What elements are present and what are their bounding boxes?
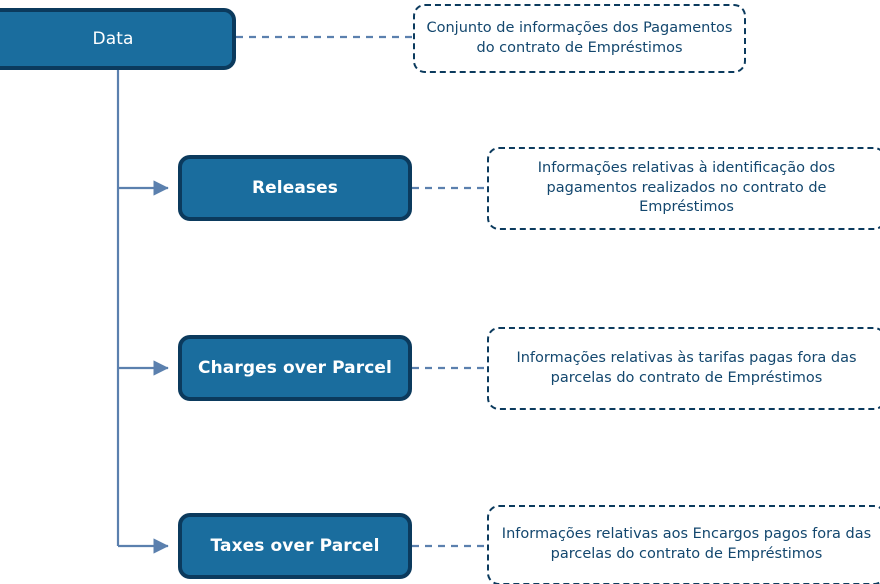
note-releases: Informações relativas à identificação do…	[487, 147, 880, 230]
node-taxes-over-parcel-label: Taxes over Parcel	[210, 535, 380, 556]
node-releases-label: Releases	[251, 177, 339, 198]
note-charges-over-parcel-text: Informações relativas às tarifas pagas f…	[516, 349, 857, 386]
note-taxes-over-parcel-text: Informações relativas aos Encargos pagos…	[501, 526, 872, 562]
node-data[interactable]: Data	[0, 8, 236, 70]
node-charges-over-parcel-label: Charges over Parcel	[198, 357, 392, 378]
note-releases-text: Informações relativas à identificação do…	[537, 160, 836, 216]
node-taxes-over-parcel[interactable]: Taxes over Parcel	[178, 513, 412, 579]
node-charges-over-parcel[interactable]: Charges over Parcel	[178, 335, 412, 401]
node-data-label: Data	[92, 28, 134, 49]
note-data-text: Conjunto de informações dos Pagamentos d…	[426, 19, 733, 56]
note-data: Conjunto de informações dos Pagamentos d…	[413, 4, 746, 73]
node-releases[interactable]: Releases	[178, 155, 412, 221]
note-charges-over-parcel: Informações relativas às tarifas pagas f…	[487, 327, 880, 410]
note-taxes-over-parcel: Informações relativas aos Encargos pagos…	[487, 505, 880, 584]
